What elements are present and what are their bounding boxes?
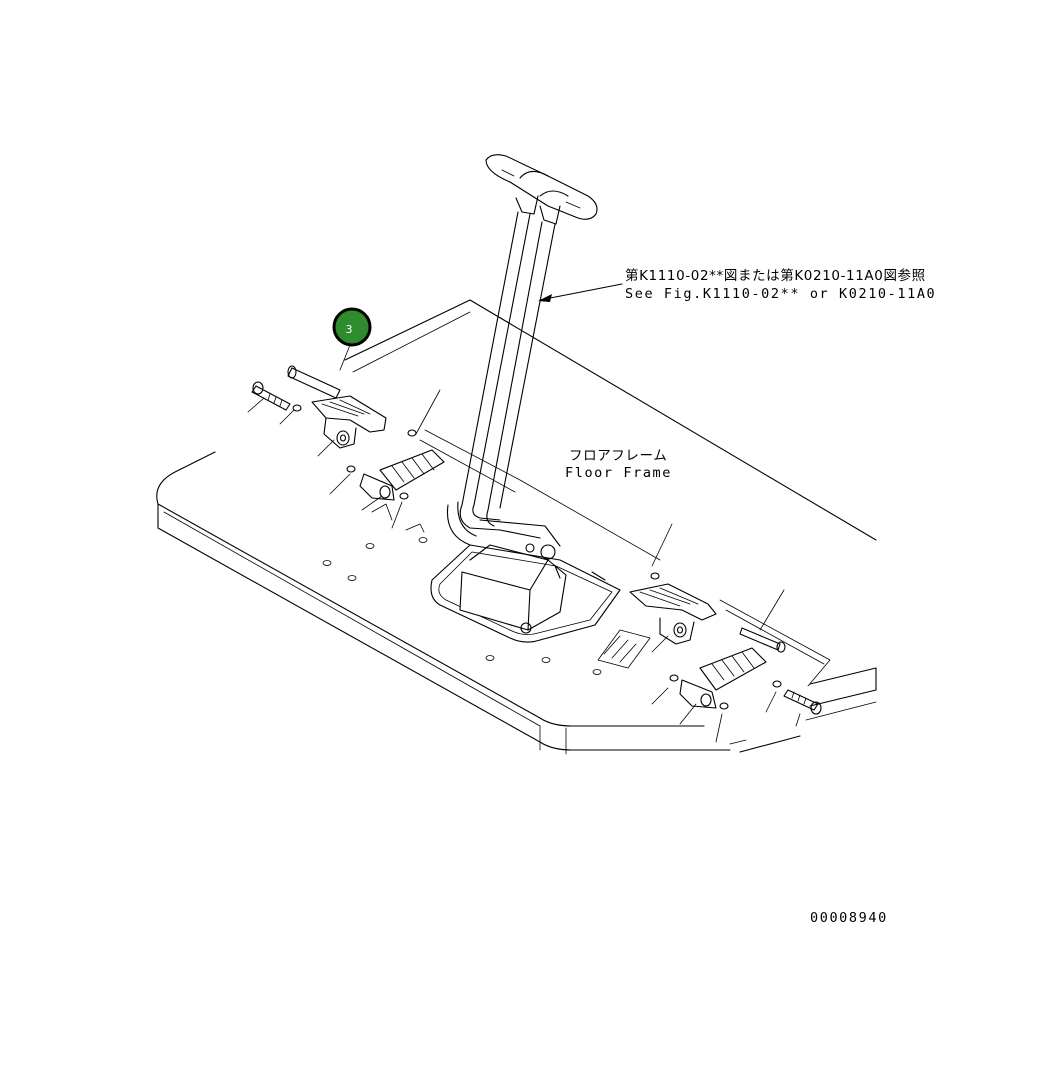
left-bracket (311, 395, 387, 433)
right-pedal-group (629, 523, 822, 745)
plate-holes (322, 537, 602, 675)
right-bolt (783, 689, 819, 711)
lever-base-housing (430, 543, 621, 643)
reference-note: 第K1110-02**図または第K0210-11A0図参照 See Fig.K1… (625, 267, 936, 302)
callout-3-circle[interactable] (332, 307, 372, 347)
right-pedal (699, 647, 767, 691)
lever-assembly (446, 154, 623, 547)
right-pin (739, 627, 781, 651)
right-bracket (629, 583, 717, 621)
drawing-number: 00008940 (810, 910, 888, 926)
floor-frame-label-jp: フロアフレーム (569, 448, 667, 464)
floor-frame-label: フロアフレーム Floor Frame (565, 448, 672, 481)
left-bolt (251, 385, 291, 411)
floor-frame-label-en: Floor Frame (565, 465, 672, 481)
left-pedal-group (247, 339, 445, 533)
floor-frame-plate (156, 299, 877, 755)
reference-note-en: See Fig.K1110-02** or K0210-11A0 (625, 286, 936, 302)
left-pedal (379, 449, 445, 491)
callout-3-number[interactable]: 3 (346, 323, 353, 336)
callout-3[interactable]: 3 (332, 307, 372, 347)
reference-note-jp: 第K1110-02**図または第K0210-11A0図参照 (625, 267, 926, 284)
